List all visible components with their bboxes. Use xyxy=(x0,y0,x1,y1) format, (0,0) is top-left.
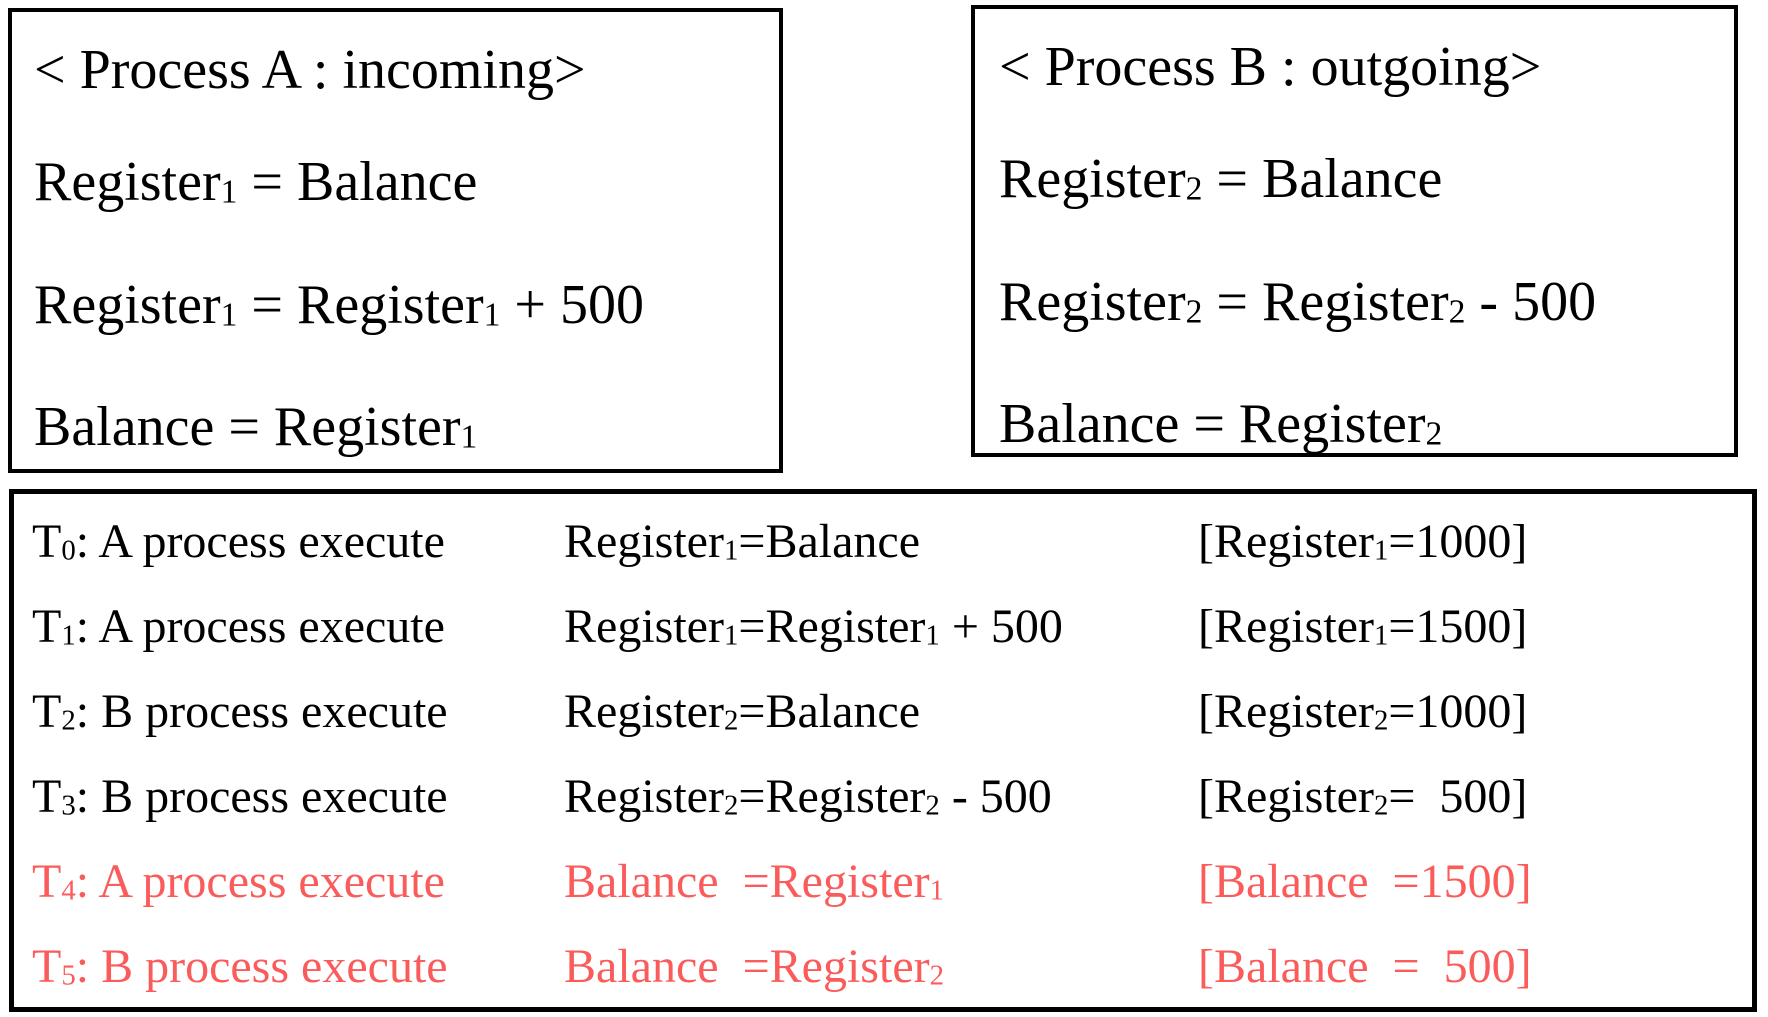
result-text: [Balance =1500] xyxy=(1198,855,1532,908)
process-b-title: < Process B : outgoing> xyxy=(999,36,1542,98)
time-label: T5: B process execute xyxy=(32,940,448,993)
process-b-line-3: Balance = Register2 xyxy=(999,393,1443,456)
time-label: T1: A process execute xyxy=(32,600,445,653)
time-label: T2: B process execute xyxy=(32,685,448,738)
process-a-line-2: Register1 = Register1 + 500 xyxy=(34,273,645,336)
process-a-box: < Process A : incoming> Register1 = Bala… xyxy=(8,8,783,473)
timeline-row-t2: T2: B process execute Register2=Balance … xyxy=(32,669,1752,754)
time-label: T3: B process execute xyxy=(32,770,448,823)
timeline-row-t5: T5: B process execute Balance =Register2… xyxy=(32,924,1752,1009)
time-label: T4: A process execute xyxy=(32,855,445,908)
process-a-title: < Process A : incoming> xyxy=(34,39,586,101)
timeline-row-t3: T3: B process execute Register2=Register… xyxy=(32,754,1752,839)
result-text: [Balance = 500] xyxy=(1198,940,1532,993)
result-text: [Register2=1000] xyxy=(1198,685,1528,738)
timeline-row-t4: T4: A process execute Balance =Register1… xyxy=(32,839,1752,924)
process-a-line-1: Register1 = Balance xyxy=(34,151,478,213)
statement-text: Register2=Balance xyxy=(564,685,921,738)
statement-text: Register1=Balance xyxy=(564,515,921,568)
process-b-box: < Process B : outgoing> Register2 = Bala… xyxy=(971,5,1738,457)
process-b-line-2: Register2 = Register2 - 500 xyxy=(999,270,1597,333)
result-text: [Register1=1000] xyxy=(1198,515,1528,568)
result-text: [Register1=1500] xyxy=(1198,600,1528,653)
timeline-row-t1: T1: A process execute Register1=Register… xyxy=(32,584,1752,669)
statement-text: Register2=Register2 - 500 xyxy=(564,770,1052,823)
statement-text: Register1=Register1 + 500 xyxy=(564,600,1063,653)
statement-text: Balance =Register1 xyxy=(564,855,945,908)
timeline-row-t0: T0: A process execute Register1=Balance … xyxy=(32,499,1752,584)
statement-text: Balance =Register2 xyxy=(564,940,945,993)
time-label: T0: A process execute xyxy=(32,515,445,568)
timeline-box: T0: A process execute Register1=Balance … xyxy=(9,489,1757,1012)
process-b-line-1: Register2 = Balance xyxy=(999,148,1443,210)
process-a-line-3: Balance = Register1 xyxy=(34,396,478,459)
result-text: [Register2= 500] xyxy=(1198,770,1528,823)
